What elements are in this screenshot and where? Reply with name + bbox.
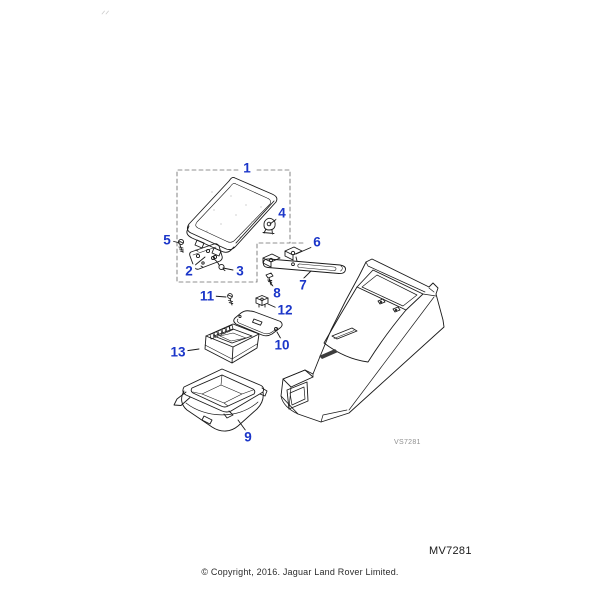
- callout-part-5[interactable]: 5: [161, 232, 173, 248]
- callout-part-9[interactable]: 9: [242, 429, 254, 445]
- part-1-armrest-lid-drawing: [186, 176, 278, 257]
- part-8-fastener-drawing: [265, 272, 274, 286]
- callout-part-2[interactable]: 2: [183, 263, 195, 279]
- insert-box-slots: [209, 324, 234, 340]
- figure-number: MV7281: [429, 545, 472, 557]
- part-5-screw-drawing: [177, 238, 185, 253]
- callout-part-3[interactable]: 3: [234, 263, 246, 279]
- callout-part-8[interactable]: 8: [271, 285, 283, 301]
- registration-mark: [101, 10, 109, 15]
- assembly-1-dashed-boundary: [176, 169, 304, 283]
- part-12-clip-drawing: [255, 295, 269, 308]
- part-13-insert-box-drawing: [204, 323, 260, 364]
- callout-part-11[interactable]: 11: [197, 288, 217, 304]
- callout-part-6[interactable]: 6: [311, 234, 323, 250]
- part-10-lid-liner-drawing: [233, 310, 283, 337]
- callout-part-1[interactable]: 1: [241, 160, 253, 176]
- copyright-notice: © Copyright, 2016. Jaguar Land Rover Lim…: [201, 567, 399, 577]
- callout-part-13[interactable]: 13: [168, 344, 188, 360]
- drawing-ref-code: VS7281: [394, 439, 421, 446]
- callout-part-12[interactable]: 12: [275, 302, 295, 318]
- lid-texture-dots: [206, 191, 262, 238]
- part-2-hinge-plate-drawing: [189, 243, 223, 270]
- callout-part-4[interactable]: 4: [276, 205, 288, 221]
- part-4-clip-drawing: [262, 217, 276, 235]
- callout-part-10[interactable]: 10: [272, 337, 292, 353]
- part-9-stowage-tray-drawing: [173, 368, 268, 432]
- callout-part-7[interactable]: 7: [297, 277, 309, 293]
- part-11-screw-drawing: [227, 293, 234, 306]
- part-3-link-drawing: [211, 256, 226, 272]
- part-6-7-hinge-arm-drawing: [262, 246, 346, 274]
- console-body-drawing: [280, 258, 445, 423]
